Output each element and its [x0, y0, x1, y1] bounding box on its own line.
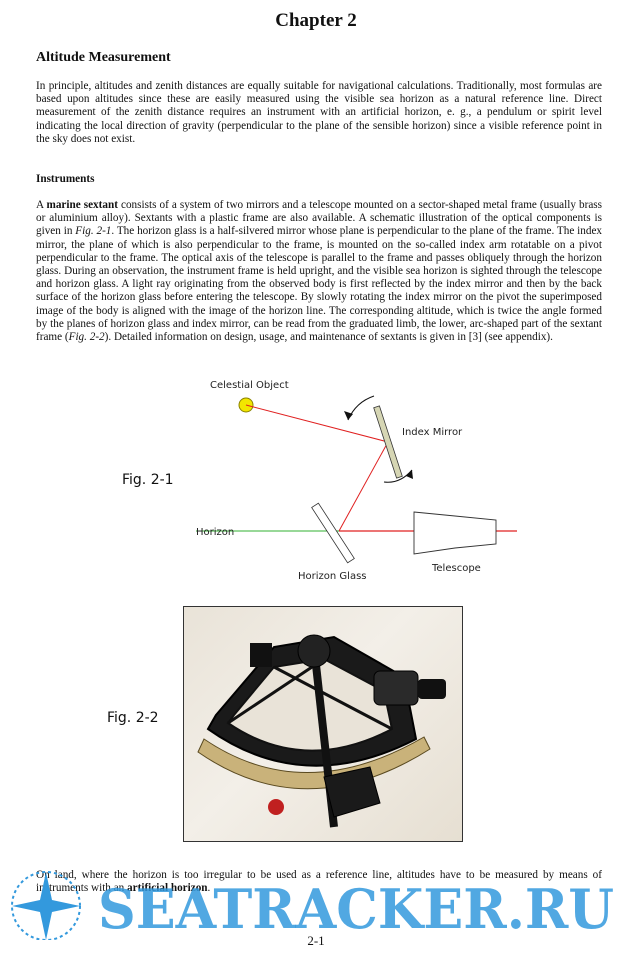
index-mirror: [373, 405, 403, 479]
instruments-paragraph: A marine sextant consists of a system of…: [36, 199, 602, 344]
term-artificial-horizon: artificial horizon: [127, 882, 208, 895]
para-text-3: ). Detailed information on design, usage…: [104, 331, 553, 344]
arrowhead-icon: [406, 470, 413, 479]
index-mirror-label: Index Mirror: [402, 427, 463, 438]
reflected-light-ray: [338, 441, 389, 532]
section-heading: Altitude Measurement: [36, 50, 171, 65]
instruments-subheading: Instruments: [36, 173, 95, 185]
arrowhead-icon: [344, 411, 353, 420]
figure-ref-2-1: Fig. 2-1: [75, 225, 112, 238]
horizon-glass: [311, 502, 355, 564]
sextant-handle: [323, 766, 381, 818]
figure-2-1-label: Fig. 2-1: [122, 472, 174, 488]
figure-ref-2-2: Fig. 2-2: [68, 331, 105, 344]
seatracker-watermark: SEATRACKER.RU: [11, 871, 614, 940]
telescope-eyepiece: [418, 679, 446, 699]
sextant-photo: [183, 606, 463, 842]
frame-strut: [227, 657, 325, 725]
incoming-light-ray: [245, 404, 389, 443]
chapter-title: Chapter 2: [275, 10, 357, 31]
page-number: 2-1: [307, 933, 325, 948]
telescope-label: Telescope: [431, 563, 481, 574]
frame-strut: [273, 665, 393, 731]
para-text-2: . The horizon glass is a half-silvered m…: [36, 225, 602, 344]
para-text-1: consists of a system of two mirrors and …: [36, 199, 602, 238]
term-marine-sextant: marine sextant: [46, 199, 118, 211]
figure-2-2-label: Fig. 2-2: [107, 710, 159, 726]
intro-paragraph: In principle, altitudes and zenith dista…: [36, 80, 602, 145]
land-paragraph: On land, where the horizon is too irregu…: [36, 869, 602, 895]
shade-glasses: [250, 643, 272, 667]
compass-star-icon: [11, 871, 81, 940]
rotation-arrow-up: [347, 395, 375, 421]
land-text-2: .: [207, 882, 211, 895]
watermark-text: SEATRACKER.RU: [98, 877, 614, 940]
land-text-1: On land, where the horizon is too irregu…: [36, 869, 602, 895]
para-lead: A: [36, 199, 47, 211]
telescope-shape: [413, 511, 497, 555]
sextant-optics-diagram: Fig. 2-1 Celestial Object Horizon Index …: [122, 380, 517, 582]
telescope-body: [373, 670, 419, 706]
horizon-glass-label: Horizon Glass: [298, 571, 367, 582]
index-mirror-housing: [297, 634, 331, 668]
horizon-label: Horizon: [196, 527, 234, 538]
micrometer-knob: [268, 799, 284, 815]
celestial-object-label: Celestial Object: [210, 380, 289, 391]
